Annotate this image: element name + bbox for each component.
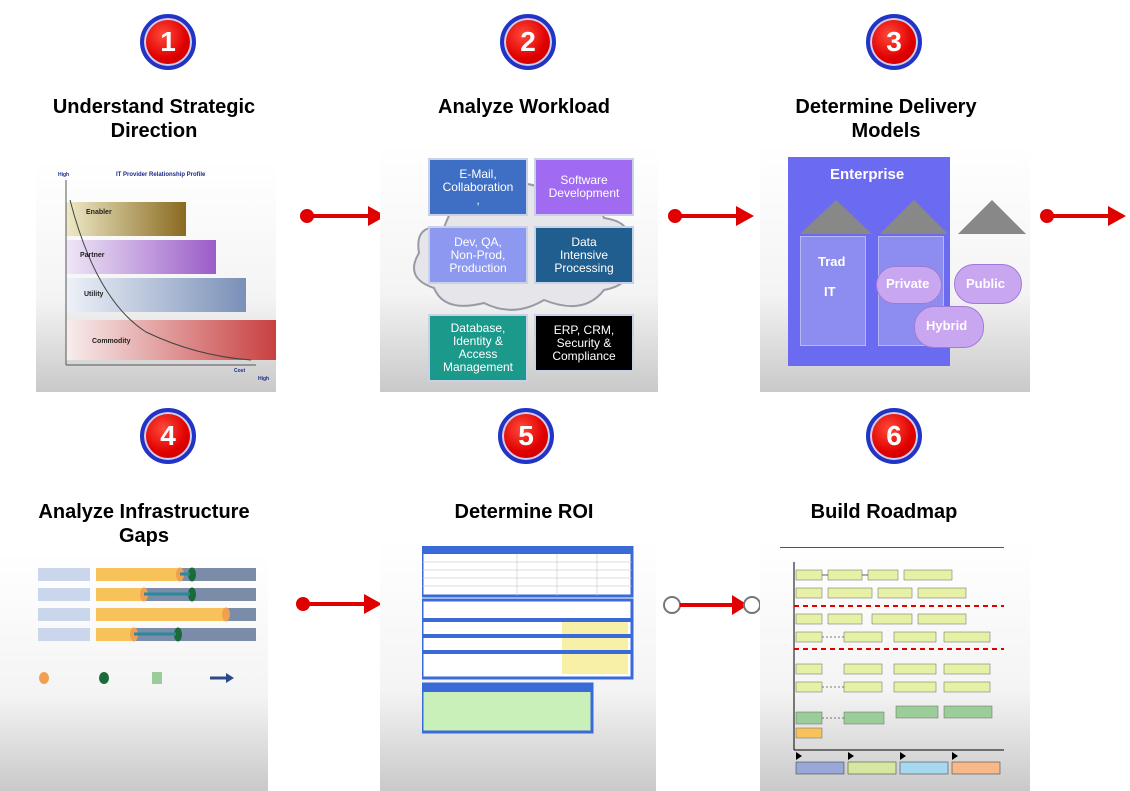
x-axis-high: High — [258, 376, 270, 382]
trad-label: Trad — [818, 254, 846, 269]
level-enabler: Enabler — [86, 209, 112, 216]
level-commodity: Commodity — [92, 338, 131, 345]
step-5-badge: 5 — [498, 408, 554, 464]
workload-email-collab: E-Mail,Collaboration, — [428, 158, 528, 216]
step-6-badge: 6 — [866, 408, 922, 464]
trad-it-box — [800, 236, 866, 346]
workload-erp-crm: ERP, CRM,Security &Compliance — [534, 314, 634, 372]
arrow-step3-continue — [1040, 206, 1126, 226]
chart-title: IT Provider Relationship Profile — [116, 172, 206, 178]
x-axis-label: Cost — [234, 368, 246, 374]
roadmap-top-rule — [780, 547, 1004, 548]
step-6-title: Build Roadmap — [810, 501, 958, 523]
step-2-title: Analyze Workload — [438, 96, 610, 118]
step-4-badge: 4 — [140, 408, 196, 464]
private-label: Private — [886, 276, 930, 291]
step-5-title: Determine ROI — [454, 501, 594, 523]
arrow-step1-to-step2 — [300, 206, 386, 226]
workload-dev-qa: Dev, QA,Non-Prod,Production — [428, 226, 528, 284]
enterprise-label: Enterprise — [830, 166, 905, 183]
hybrid-cloud — [914, 306, 984, 348]
step-1-badge: 1 — [140, 14, 196, 70]
arrow-step2-to-step3 — [668, 206, 754, 226]
public-label: Public — [966, 276, 1006, 291]
y-axis-high: High — [58, 172, 70, 178]
roof-icons — [800, 200, 1026, 234]
step-3-badge: 3 — [866, 14, 922, 70]
arrow-step5-to-step6 — [663, 595, 761, 615]
hybrid-label: Hybrid — [926, 318, 968, 333]
gap-analysis-chart — [38, 567, 256, 684]
relationship-profile-chart — [65, 180, 276, 366]
arrow-step4-to-step5 — [296, 594, 382, 614]
level-utility: Utility — [84, 291, 104, 298]
step-2-badge: 2 — [500, 14, 556, 70]
public-cloud — [954, 264, 1022, 304]
level-partner: Partner — [80, 252, 105, 259]
private-cloud — [876, 266, 942, 304]
roi-table — [422, 546, 634, 734]
it-label: IT — [824, 284, 836, 299]
roadmap-chart — [793, 562, 1004, 775]
